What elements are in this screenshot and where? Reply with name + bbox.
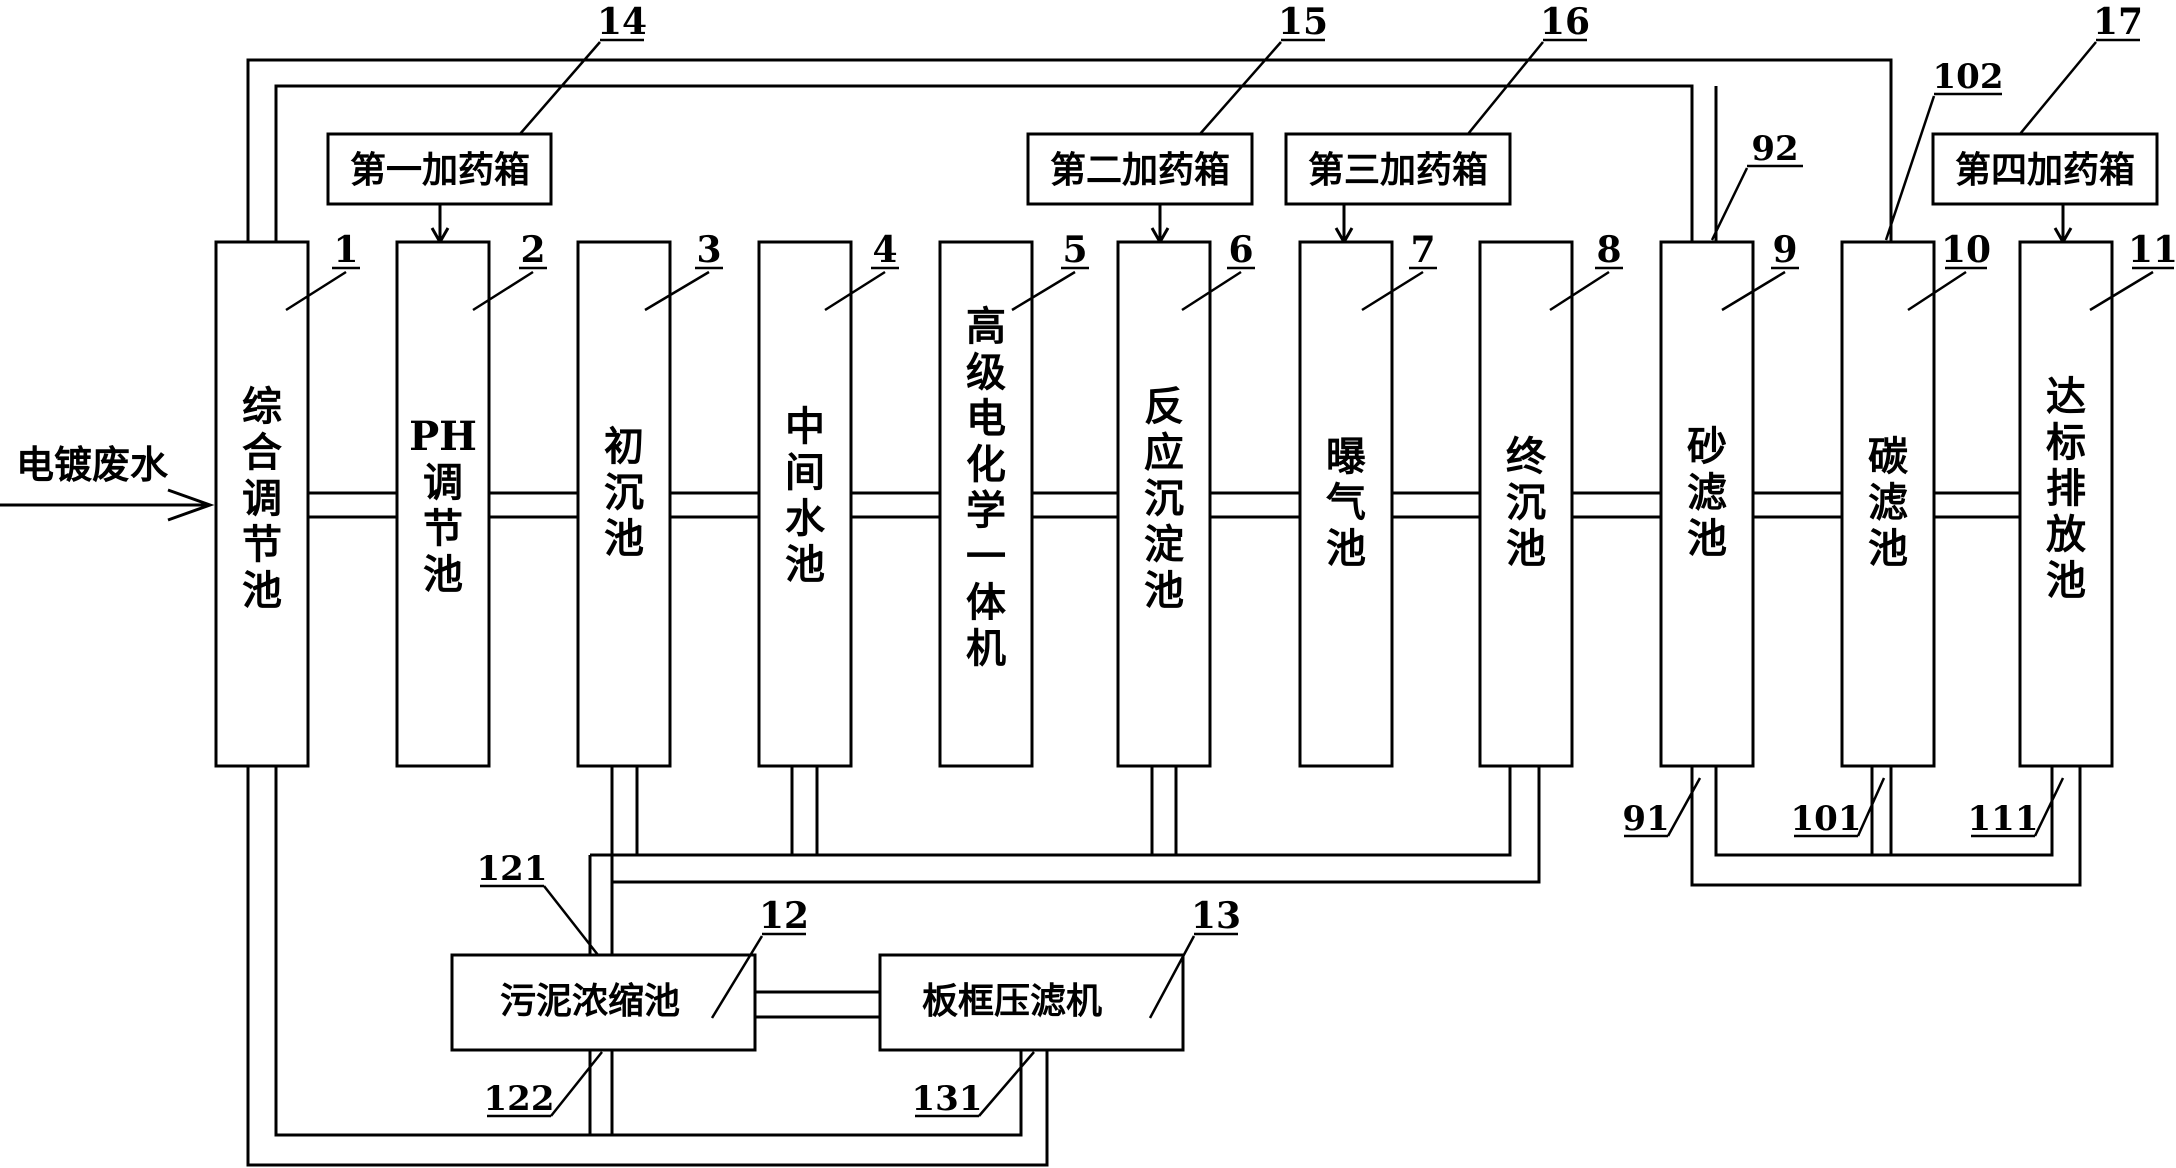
- svg-text:2: 2: [520, 229, 545, 271]
- svg-text:3: 3: [696, 229, 721, 271]
- svg-text:曝气池: 曝气池: [1326, 433, 1366, 572]
- tank-7: 曝气池: [1298, 240, 1394, 768]
- svg-text:121: 121: [477, 849, 548, 889]
- svg-text:中间水池: 中间水池: [785, 403, 826, 588]
- svg-text:达标排放池: 达标排放池: [2046, 373, 2086, 604]
- svg-text:综合调节池: 综合调节池: [242, 383, 282, 614]
- svg-text:第四加药箱: 第四加药箱: [1955, 149, 2135, 191]
- tank-6: 反应沉淀池: [1116, 240, 1212, 768]
- svg-text:11: 11: [2128, 229, 2176, 271]
- dosing-tank-15: 第二加药箱: [1026, 132, 1254, 206]
- svg-text:8: 8: [1596, 229, 1621, 271]
- svg-text:初沉池: 初沉池: [604, 423, 644, 562]
- svg-text:111: 111: [1968, 799, 2039, 839]
- tank-5: 高级电化学一体机: [938, 240, 1034, 768]
- reference-labels: 1 2 3 4 5 6 7 8 9 10 11 14: [285, 1, 2176, 1119]
- filter-press-13: 板框压滤机: [878, 953, 1185, 1052]
- svg-text:6: 6: [1228, 229, 1253, 271]
- svg-text:板框压滤机: 板框压滤机: [922, 980, 1102, 1022]
- svg-text:第二加药箱: 第二加药箱: [1050, 149, 1230, 191]
- tank-8: 终沉池: [1478, 240, 1574, 768]
- svg-text:92: 92: [1751, 129, 1798, 169]
- svg-text:终沉池: 终沉池: [1506, 433, 1547, 572]
- svg-text:碳滤池: 碳滤池: [1868, 433, 1909, 572]
- svg-text:反应沉淀池: 反应沉淀池: [1144, 383, 1184, 614]
- inlet-label: 电镀废水: [16, 442, 169, 487]
- svg-text:第一加药箱: 第一加药箱: [350, 149, 530, 191]
- svg-text:高级电化学一体机: 高级电化学一体机: [966, 303, 1006, 672]
- dosing-tank-17: 第四加药箱: [1931, 132, 2159, 206]
- svg-text:91: 91: [1622, 799, 1669, 839]
- svg-text:7: 7: [1410, 229, 1435, 271]
- dosing-tank-14: 第一加药箱: [326, 132, 553, 206]
- svg-text:122: 122: [484, 1079, 555, 1119]
- svg-text:污泥浓缩池: 污泥浓缩池: [500, 980, 680, 1022]
- tank-4: 中间水池: [757, 240, 853, 768]
- svg-text:砂滤池: 砂滤池: [1687, 423, 1727, 562]
- tank-1: 综合调节池: [214, 240, 310, 768]
- svg-text:第三加药箱: 第三加药箱: [1308, 149, 1488, 191]
- tank-3: 初沉池: [576, 240, 672, 768]
- svg-text:131: 131: [912, 1079, 983, 1119]
- svg-text:12: 12: [759, 895, 809, 937]
- svg-text:17: 17: [2093, 1, 2143, 43]
- svg-text:101: 101: [1791, 799, 1862, 839]
- svg-text:10: 10: [1941, 229, 1991, 271]
- svg-text:16: 16: [1540, 1, 1590, 43]
- tank-11: 达标排放池: [2018, 240, 2114, 768]
- svg-text:102: 102: [1933, 57, 2004, 97]
- svg-text:14: 14: [597, 1, 647, 43]
- tank-9: 砂滤池: [1659, 240, 1755, 768]
- tank-10: 碳滤池: [1840, 240, 1936, 768]
- dosing-tank-16: 第三加药箱: [1284, 132, 1512, 206]
- svg-text:5: 5: [1062, 229, 1087, 271]
- sludge-thickener-12: 污泥浓缩池: [450, 953, 757, 1052]
- svg-text:13: 13: [1191, 895, 1241, 937]
- svg-text:1: 1: [333, 229, 358, 271]
- svg-text:15: 15: [1278, 1, 1328, 43]
- svg-text:9: 9: [1772, 229, 1797, 271]
- svg-text:4: 4: [872, 229, 897, 271]
